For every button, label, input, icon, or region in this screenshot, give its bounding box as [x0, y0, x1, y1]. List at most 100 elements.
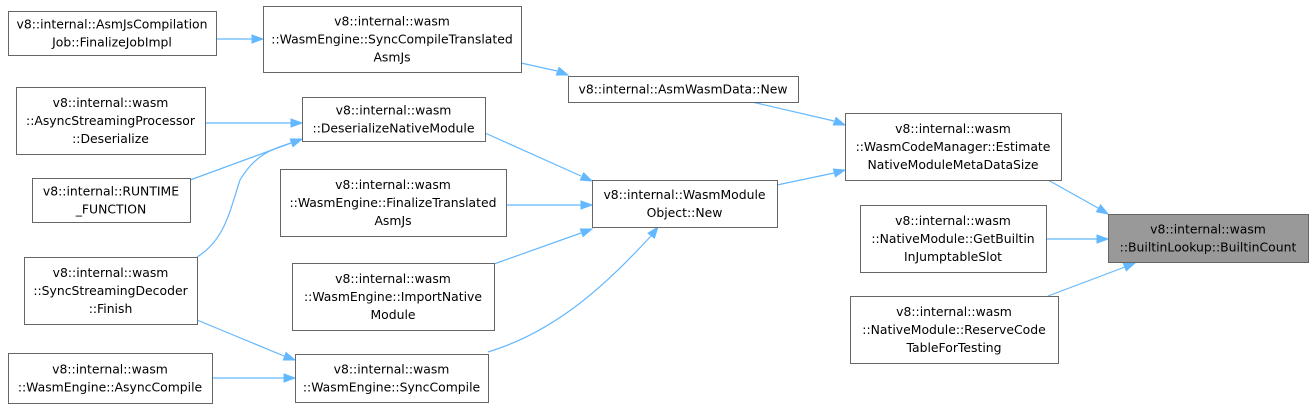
node-label-line: ::WasmEngine::SyncCompile: [303, 380, 480, 395]
arrowhead-icon: [579, 228, 594, 238]
node-label-line: AsmJs: [373, 50, 410, 65]
node-label-line: v8::internal::wasm: [895, 213, 1011, 228]
node-box: [1108, 214, 1309, 263]
edge-estimate_metadata_size-to-builtin_count: [1047, 179, 1110, 215]
call-nodes: v8::internal::AsmJsCompilationJob::Final…: [8, 6, 1309, 404]
node-label-line: v8::internal::AsmWasmData::New: [579, 82, 788, 97]
node-box: [845, 113, 1062, 181]
node-box: [8, 353, 213, 404]
edge-line: [484, 132, 582, 177]
edge-reserve_code_table-to-builtin_count: [1047, 262, 1137, 297]
node-label-line: ::DeserializeNativeModule: [313, 121, 475, 136]
node-label-line: v8::internal::wasm: [336, 103, 452, 118]
node-import-native-module[interactable]: v8::internal::wasm::WasmEngine::ImportNa…: [292, 263, 495, 331]
arrowhead-icon: [555, 66, 570, 76]
edge-finalize_translated-to-wasm_module_object_new: [506, 200, 594, 210]
node-label-line: v8::internal::wasm: [1150, 222, 1266, 237]
node-box: [8, 11, 217, 56]
node-box: [302, 97, 486, 142]
edge-line: [487, 235, 652, 353]
node-label-line: AsmJs: [374, 213, 411, 228]
node-label-line: v8::internal::wasm: [335, 271, 451, 286]
node-deserialize-native-module[interactable]: v8::internal::wasm::DeserializeNativeMod…: [302, 97, 486, 142]
node-label-line: v8::internal::wasm: [334, 14, 450, 29]
node-label-line: ::WasmEngine::FinalizeTranslated: [290, 195, 497, 210]
arrowhead-icon: [289, 138, 304, 148]
arrowhead-icon: [832, 116, 847, 126]
node-label-line: ::SyncStreamingDecoder: [33, 283, 188, 298]
node-builtin-count[interactable]: v8::internal::wasm::BuiltinLookup::Built…: [1108, 214, 1309, 263]
node-label-line: v8::internal::wasm: [53, 265, 169, 280]
node-label-line: ::Deserialize: [72, 131, 149, 146]
node-label-line: v8::internal::wasm: [335, 177, 451, 192]
node-box: [850, 296, 1059, 364]
edge-sync_streaming_finish-to-deserialize_native_module: [196, 138, 304, 258]
node-label-line: ::WasmEngine::SyncCompileTranslated: [271, 32, 512, 47]
edge-line: [751, 101, 835, 122]
node-async-streaming-deserialize[interactable]: v8::internal::wasm::AsyncStreamingProces…: [16, 87, 206, 155]
node-asm-wasm-data-new[interactable]: v8::internal::AsmWasmData::New: [568, 76, 799, 103]
node-label-line: v8::internal::wasm: [52, 362, 168, 377]
node-box: [592, 180, 778, 228]
node-box: [280, 169, 507, 237]
node-box: [860, 205, 1047, 273]
edge-asm_wasm_data_new-to-estimate_metadata_size: [751, 101, 847, 126]
edge-line: [520, 62, 558, 72]
node-box: [16, 87, 206, 155]
edge-async_compile-to-sync_compile: [212, 373, 297, 383]
node-estimate-metadata-size[interactable]: v8::internal::wasm::WasmCodeManager::Est…: [845, 113, 1062, 181]
node-reserve-code-table[interactable]: v8::internal::wasm::NativeModule::Reserv…: [850, 296, 1059, 364]
node-sync-streaming-finish[interactable]: v8::internal::wasm::SyncStreamingDecoder…: [24, 257, 198, 325]
node-label-line: v8::internal::RUNTIME: [43, 184, 179, 199]
node-label-line: v8::internal::wasm: [896, 304, 1012, 319]
node-label-line: v8::internal::wasm: [53, 95, 169, 110]
edge-line: [776, 172, 835, 186]
node-get-builtin-jumptable-slot[interactable]: v8::internal::wasm::NativeModule::GetBui…: [860, 205, 1047, 273]
node-finalize-translated[interactable]: v8::internal::wasm::WasmEngine::Finalize…: [280, 169, 507, 237]
node-box: [32, 178, 191, 223]
node-label-line: ::BuiltinLookup::BuiltinCount: [1120, 240, 1297, 255]
node-label-line: NativeModuleMetaDataSize: [868, 157, 1039, 172]
node-sync-compile[interactable]: v8::internal::wasm::WasmEngine::SyncComp…: [295, 354, 489, 403]
edge-wasm_module_object_new-to-estimate_metadata_size: [776, 168, 847, 186]
node-box: [24, 257, 198, 325]
edge-line: [493, 232, 582, 265]
node-label-line: v8::internal::wasm: [895, 121, 1011, 136]
node-label-line: ::WasmEngine::AsyncCompile: [18, 380, 202, 395]
arrowhead-icon: [1122, 262, 1137, 272]
node-label-line: ::AsyncStreamingProcessor: [26, 113, 196, 128]
node-label-line: v8::internal::WasmModule: [603, 187, 765, 202]
node-label-line: ::WasmCodeManager::Estimate: [856, 139, 1051, 154]
node-label-line: ::WasmEngine::ImportNative: [304, 289, 482, 304]
arrowhead-icon: [283, 373, 297, 383]
node-asmjs-finalize[interactable]: v8::internal::AsmJsCompilationJob::Final…: [8, 11, 217, 56]
node-sync-compile-translated[interactable]: v8::internal::wasm::WasmEngine::SyncComp…: [263, 6, 522, 73]
arrowhead-icon: [251, 34, 265, 44]
node-label-line: Job::FinalizeJobImpl: [51, 35, 172, 50]
node-label-line: _FUNCTION: [75, 202, 147, 217]
edge-async_streaming_deserialize-to-deserialize_native_module: [205, 118, 304, 128]
edge-line: [196, 142, 292, 258]
edge-sync_compile_translated-to-asm_wasm_data_new: [520, 62, 570, 76]
node-label-line: ::NativeModule::GetBuiltin: [871, 231, 1034, 246]
edge-get_builtin_jumptable_slot-to-builtin_count: [1046, 234, 1110, 244]
edge-line: [1047, 266, 1126, 297]
edge-line: [1047, 179, 1099, 209]
arrowhead-icon: [580, 200, 594, 210]
node-runtime-function[interactable]: v8::internal::RUNTIME_FUNCTION: [32, 178, 191, 223]
edge-deserialize_native_module-to-wasm_module_object_new: [484, 132, 594, 182]
node-box: [292, 263, 495, 331]
edge-sync_streaming_finish-to-sync_compile: [196, 319, 297, 361]
call-edges: [189, 34, 1137, 383]
arrowhead-icon: [290, 118, 304, 128]
arrowhead-icon: [579, 171, 594, 182]
node-label-line: TableForTesting: [906, 340, 1002, 355]
arrowhead-icon: [282, 351, 297, 361]
node-label-line: v8::internal::wasm: [334, 362, 450, 377]
node-async-compile[interactable]: v8::internal::wasm::WasmEngine::AsyncCom…: [8, 353, 213, 404]
arrowhead-icon: [647, 225, 659, 239]
arrowhead-icon: [832, 168, 847, 178]
node-label-line: Module: [370, 307, 415, 322]
